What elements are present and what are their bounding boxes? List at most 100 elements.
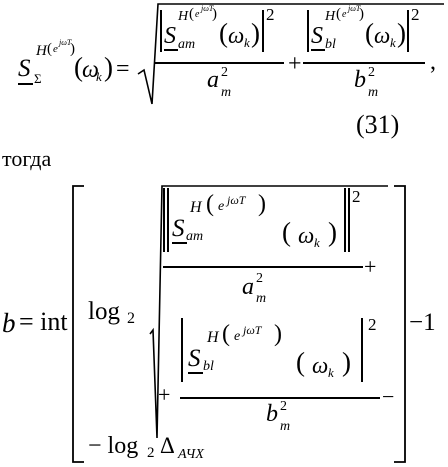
paren-close: )	[104, 52, 113, 82]
equals-sign: =	[116, 56, 130, 82]
paren-open: (	[47, 41, 52, 57]
paren-close: )	[212, 6, 217, 22]
subscript-m: m	[280, 419, 291, 434]
exp-jwt: jωT	[59, 38, 72, 47]
paren-close: )	[258, 191, 266, 217]
subscript-m: m	[221, 85, 232, 100]
superscript-H: H	[190, 199, 202, 216]
plus-sign: +	[288, 51, 302, 77]
subscript-k: k	[96, 69, 102, 84]
omega: ω	[312, 353, 329, 378]
power-2: 2	[280, 399, 287, 414]
paren-open: (	[336, 6, 341, 22]
exp-e: e	[234, 329, 241, 344]
fraction-line-1	[155, 62, 284, 64]
subscript-m: m	[256, 291, 267, 306]
minus-log-label: − log	[88, 433, 139, 459]
variable-b: b	[2, 308, 16, 338]
abs-bar-left	[307, 10, 309, 52]
plus-sign: +	[158, 382, 171, 407]
underline-S	[18, 83, 33, 85]
exp-jwt: jωT	[201, 4, 214, 13]
power-2: 2	[368, 65, 375, 80]
power-2: 2	[368, 315, 377, 334]
symbol-S-sigma: S	[18, 55, 31, 82]
abs-bar-right	[344, 188, 346, 252]
subscript-m: m	[368, 85, 379, 100]
denominator-a: a	[207, 67, 219, 93]
subscript-sigma: Σ	[34, 71, 42, 86]
abs-bar-left	[163, 188, 165, 252]
paren-close: )	[359, 6, 364, 22]
subscript-am: am	[186, 229, 204, 244]
abs-bar-right	[407, 10, 409, 52]
paren-open: (	[365, 18, 374, 48]
paren-open: (	[74, 52, 83, 82]
paren-open: (	[282, 217, 291, 247]
fraction-line-3	[163, 266, 363, 268]
connective-text: тогда	[2, 146, 52, 171]
exp-jwt: jωT	[348, 4, 361, 13]
omega: ω	[228, 23, 245, 48]
paren-open: (	[206, 191, 214, 217]
power-2: 2	[266, 5, 275, 24]
paren-close: )	[328, 217, 337, 247]
symbol-S-bl: S	[188, 345, 201, 372]
superscript-H: H	[178, 9, 189, 24]
fraction-line-4	[180, 397, 380, 399]
exp-e: e	[195, 9, 200, 20]
subscript-achx: АЧХ	[178, 447, 204, 462]
denominator-a: a	[242, 274, 254, 300]
paren-open: (	[189, 6, 194, 22]
superscript-H: H	[36, 43, 47, 59]
subscript-bl: bl	[325, 37, 336, 52]
exp-e: e	[218, 199, 225, 214]
plus-sign: +	[364, 254, 377, 279]
abs-bar-left	[181, 318, 183, 382]
exp-e: e	[342, 9, 347, 20]
comma: ,	[430, 49, 436, 75]
subscript-am: am	[178, 37, 196, 52]
abs-bar-left-inner	[167, 188, 169, 252]
paren-close: )	[342, 347, 351, 377]
power-2: 2	[352, 187, 361, 206]
denominator-b: b	[354, 67, 366, 93]
omega: ω	[374, 23, 391, 48]
equals-int: = int	[19, 307, 68, 336]
minus-sign: −	[382, 384, 395, 409]
abs-bar-right	[361, 318, 363, 382]
paren-open: (	[296, 347, 305, 377]
subscript-k: k	[328, 365, 334, 380]
symbol-S-am: S	[164, 23, 176, 49]
delta-symbol: Δ	[160, 433, 175, 458]
denominator-b: b	[266, 401, 278, 427]
paren-open: (	[222, 321, 230, 347]
paren-close: )	[274, 321, 282, 347]
subscript-k: k	[244, 35, 250, 50]
omega: ω	[298, 223, 315, 248]
paren-close: )	[70, 41, 75, 57]
log-base-2: 2	[127, 310, 135, 327]
symbol-S-am: S	[172, 215, 185, 242]
underline-S	[164, 49, 178, 51]
log-label: log	[88, 298, 120, 325]
underline-S	[172, 242, 187, 244]
symbol-S-bl: S	[311, 23, 323, 49]
subscript-bl: bl	[203, 359, 214, 374]
superscript-H: H	[325, 9, 336, 24]
equation-number: (31)	[356, 110, 400, 139]
paren-close: )	[251, 18, 260, 48]
omega: ω	[82, 57, 99, 83]
fraction-line-2	[303, 62, 425, 64]
superscript-H: H	[207, 329, 219, 346]
power-2: 2	[256, 271, 263, 286]
minus-one: −1	[409, 309, 436, 336]
paren-open: (	[219, 18, 228, 48]
abs-bar-right	[262, 10, 264, 52]
paren-close: )	[397, 18, 406, 48]
subscript-k: k	[390, 35, 396, 50]
underline-S	[188, 372, 203, 374]
exp-jwt: jωT	[227, 193, 246, 207]
